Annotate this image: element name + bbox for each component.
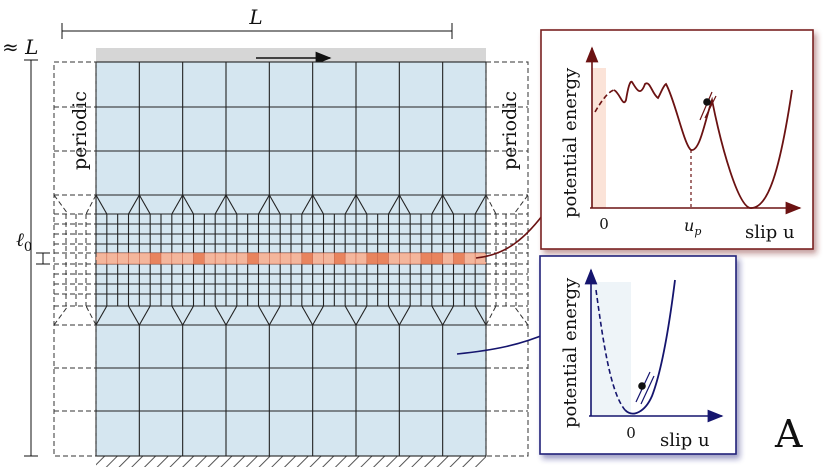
inset-bottom-xlabel: slip u bbox=[660, 430, 710, 451]
slip-cell bbox=[160, 252, 173, 265]
inset-bottom: potential energy 0 slip u bbox=[539, 255, 737, 455]
slip-plane-row bbox=[95, 252, 487, 265]
inset-bottom-energy-curve bbox=[624, 279, 676, 415]
slip-cell bbox=[258, 252, 270, 265]
slip-cell bbox=[464, 252, 476, 265]
slip-cell bbox=[171, 252, 183, 265]
inset-bottom-curve-dashed bbox=[595, 289, 626, 411]
panel-letter: A bbox=[774, 412, 803, 456]
coarse-horizontal-lines bbox=[96, 106, 486, 412]
inset-top-tick-zero: 0 bbox=[599, 215, 609, 233]
inset-top-ylabel: potential energy bbox=[560, 67, 581, 218]
slip-cell bbox=[344, 252, 357, 265]
slip-cell bbox=[290, 252, 303, 265]
slip-cell bbox=[128, 252, 140, 265]
slip-cell bbox=[399, 252, 411, 265]
slip-cell bbox=[442, 252, 454, 265]
inset-bottom-tick-zero: 0 bbox=[626, 424, 636, 442]
inset-top: potential energy 0 up slip u bbox=[540, 29, 814, 250]
slip-cell bbox=[247, 252, 259, 265]
coarse-vertical-lines bbox=[138, 62, 444, 456]
slip-cell bbox=[301, 252, 313, 265]
fixed-base bbox=[96, 456, 486, 467]
inset-bottom-frame bbox=[539, 255, 737, 455]
slip-cell bbox=[193, 252, 205, 265]
slip-cell bbox=[420, 252, 433, 265]
slip-cell bbox=[95, 252, 108, 265]
slip-cell bbox=[334, 252, 346, 265]
slip-cell bbox=[366, 252, 378, 265]
periodic-ghost-left bbox=[53, 61, 97, 457]
slip-cell bbox=[431, 252, 443, 265]
slip-cell bbox=[279, 252, 292, 265]
cell-size-label: ℓ0 bbox=[16, 229, 32, 255]
slip-cell bbox=[409, 252, 422, 265]
slip-cell bbox=[225, 252, 238, 265]
slip-cell bbox=[214, 252, 227, 265]
periodic-ghost-right bbox=[485, 61, 529, 457]
slip-cell bbox=[204, 252, 216, 265]
slip-cell bbox=[106, 252, 118, 265]
slip-cell bbox=[377, 252, 389, 265]
slip-cell bbox=[236, 252, 248, 265]
slip-cell bbox=[182, 252, 194, 265]
inset-top-energy-curve bbox=[613, 80, 793, 209]
slip-cell bbox=[453, 252, 465, 265]
slip-cell bbox=[149, 252, 162, 265]
width-dimension: L bbox=[61, 5, 453, 39]
inset-bottom-shade bbox=[591, 282, 631, 416]
height-dimension: ≈ L bbox=[2, 35, 38, 457]
slip-cell bbox=[312, 252, 324, 265]
periodic-label-right: periodic bbox=[499, 91, 521, 170]
inset-top-shade bbox=[592, 68, 606, 208]
slip-cell bbox=[117, 252, 129, 265]
periodic-label-left: periodic bbox=[69, 91, 91, 170]
inset-top-tick-up: up bbox=[684, 216, 701, 238]
inset-top-frame bbox=[540, 29, 814, 250]
connector-top bbox=[475, 207, 549, 259]
top-plate bbox=[96, 48, 486, 62]
width-label: L bbox=[248, 5, 262, 29]
slip-cell bbox=[323, 252, 335, 265]
inset-top-xlabel: slip u bbox=[745, 222, 795, 243]
cell-size-marker: ℓ0 bbox=[16, 229, 50, 265]
inset-top-curve-dashed bbox=[594, 89, 615, 113]
slip-cell bbox=[269, 252, 281, 265]
height-label: ≈ L bbox=[2, 35, 38, 59]
inset-bottom-state-point bbox=[638, 382, 646, 390]
inset-top-oscillation-arrows bbox=[699, 91, 717, 121]
slip-cell bbox=[388, 252, 400, 265]
mesh-block bbox=[95, 48, 487, 467]
slip-cell bbox=[355, 252, 368, 265]
inset-bottom-ylabel: potential energy bbox=[560, 277, 581, 428]
slip-cell bbox=[139, 252, 151, 265]
inset-top-state-point bbox=[703, 98, 711, 106]
